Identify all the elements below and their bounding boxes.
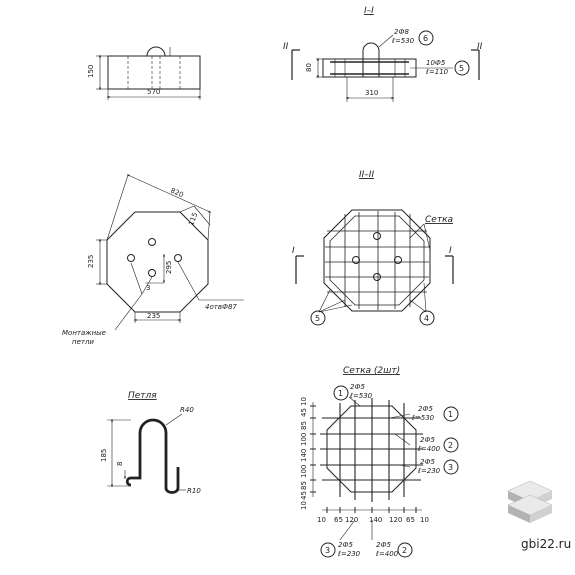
section-1-height-dim: 80 <box>305 63 313 72</box>
mesh-octagon <box>326 405 417 493</box>
mesh-top-callout-circle <box>333 385 349 401</box>
watermark-text: gbi22.ru <box>521 537 571 551</box>
callout-6-text: 2Ф8 <box>394 28 409 36</box>
hole <box>127 254 135 262</box>
callout-5-number: 5 <box>459 64 464 73</box>
mesh-left-dim: 100 <box>300 465 308 478</box>
section-1-length-dim: 310 <box>365 89 378 97</box>
mesh-bottom-dim: 65 <box>406 516 415 524</box>
loops-label-line-1: Монтажные <box>62 329 106 337</box>
section-1-cut-mark-left: II <box>283 42 289 52</box>
callout-5-length: ℓ=110 <box>425 68 449 76</box>
plan-bottom-dim: 235 <box>147 312 160 320</box>
mesh-right-callout-2-length: ℓ=400 <box>417 445 441 453</box>
hole <box>174 254 182 262</box>
block-length-dim: 570 <box>147 88 160 96</box>
callout-6-number: 6 <box>423 34 428 43</box>
mesh-right-callout-2-circle <box>443 437 459 453</box>
mesh-right-callout-1-number: 1 <box>448 410 453 419</box>
mesh-left-dim: 45 <box>300 408 308 417</box>
loops-label-line-2: петли <box>72 338 94 346</box>
plan-mark-3: 3 <box>146 284 150 292</box>
mesh-bottom-callout-3-text: 2Ф5 <box>338 541 353 549</box>
mesh-bottom-callout-2-number: 2 <box>402 546 407 555</box>
callout-5-number: 5 <box>315 314 320 323</box>
loop-bar <box>125 418 180 494</box>
mesh-bottom-dim: 10 <box>317 516 326 524</box>
mesh-bottom-dim: 140 <box>369 516 382 524</box>
callout-4-number: 4 <box>424 314 429 323</box>
mesh-bottom-dim: 120 <box>389 516 402 524</box>
mesh-right-callout-1-length: ℓ=530 <box>411 414 435 422</box>
section-2-cut-mark-right: I <box>449 246 452 256</box>
mesh-left-dim: 140 <box>300 449 308 462</box>
mesh-bottom-callout-2-length: ℓ=400 <box>375 550 399 558</box>
plan-inner-dim: 295 <box>165 261 173 274</box>
mesh-bottom-callout-2-text: 2Ф5 <box>376 541 391 549</box>
block-body <box>107 55 201 90</box>
hole <box>148 269 156 277</box>
section-2-title: II–II <box>359 170 374 180</box>
mesh-bottom-callout-2-circle <box>397 542 413 558</box>
plan-side-dim: 235 <box>87 255 95 268</box>
mesh-left-dim: 45 <box>300 491 308 500</box>
section-1-title: I–I <box>364 6 374 16</box>
mesh-left-dim: 10 <box>300 397 308 406</box>
loop-small-dim: 8 <box>116 462 124 466</box>
lifting-loop-arc <box>146 46 166 57</box>
plan-corner-dim: 115 <box>187 211 199 226</box>
plan-octagon <box>106 211 209 313</box>
mesh-right-callout-2-text: 2Ф5 <box>420 436 435 444</box>
loop-title: Петля <box>128 391 157 401</box>
mesh-right-callout-3-number: 3 <box>448 463 453 472</box>
mesh-bottom-dim: 120 <box>345 516 358 524</box>
mesh-bottom-callout-3-length: ℓ=230 <box>337 550 361 558</box>
mesh-bottom-callout-3-circle <box>320 542 336 558</box>
mesh-drawing <box>310 385 459 558</box>
mesh-left-dim: 10 <box>300 501 308 510</box>
hole <box>148 238 156 246</box>
callout-5-circle <box>310 310 326 326</box>
mesh-right-callout-1-circle <box>443 406 459 422</box>
mesh-right-callout-3-circle <box>443 459 459 475</box>
plan-view <box>96 174 244 331</box>
mesh-right-callout-2-number: 2 <box>448 441 453 450</box>
callout-4-circle <box>419 310 435 326</box>
mesh-title: Сетка (2шт) <box>343 366 400 376</box>
mesh-left-dim: 85 <box>300 481 308 490</box>
mesh-label: Сетка <box>425 215 453 225</box>
mesh-bottom-callout-3-number: 3 <box>325 546 330 555</box>
mesh-right-callout-3-length: ℓ=230 <box>417 467 441 475</box>
section-1-drawing <box>291 30 480 102</box>
loop-height-dim: 185 <box>100 449 108 462</box>
mesh-bottom-dim: 10 <box>420 516 429 524</box>
callout-6-circle <box>418 30 434 46</box>
watermark-logo-icon <box>507 480 553 523</box>
loop-drawing <box>107 413 186 494</box>
callout-6-length: ℓ=530 <box>391 37 415 45</box>
section-2-octagon <box>323 209 431 312</box>
mesh-left-dim: 100 <box>300 433 308 446</box>
block-side-view <box>96 46 202 100</box>
section-2-drawing <box>295 209 454 326</box>
mesh-right-callout-3-text: 2Ф5 <box>420 458 435 466</box>
block-height-dim: 150 <box>87 65 95 78</box>
mesh-bottom-dim: 65 <box>334 516 343 524</box>
loop-r-top: R40 <box>180 406 194 414</box>
mesh-top-callout-number: 1 <box>338 389 343 398</box>
mesh-right-callout-1-text: 2Ф5 <box>418 405 433 413</box>
section-1-cut-mark-right: II <box>477 42 483 52</box>
section-2-cut-mark-left: I <box>292 246 295 256</box>
mesh-left-dim: 85 <box>300 421 308 430</box>
callout-5-circle <box>454 60 470 76</box>
mesh-top-callout-length: ℓ=530 <box>349 392 373 400</box>
callout-5-text: 10Ф5 <box>426 59 446 67</box>
mesh-top-callout-text: 2Ф5 <box>350 383 365 391</box>
holes-label: 4отвФ87 <box>205 303 237 311</box>
loop-r-bottom: R10 <box>187 487 201 495</box>
